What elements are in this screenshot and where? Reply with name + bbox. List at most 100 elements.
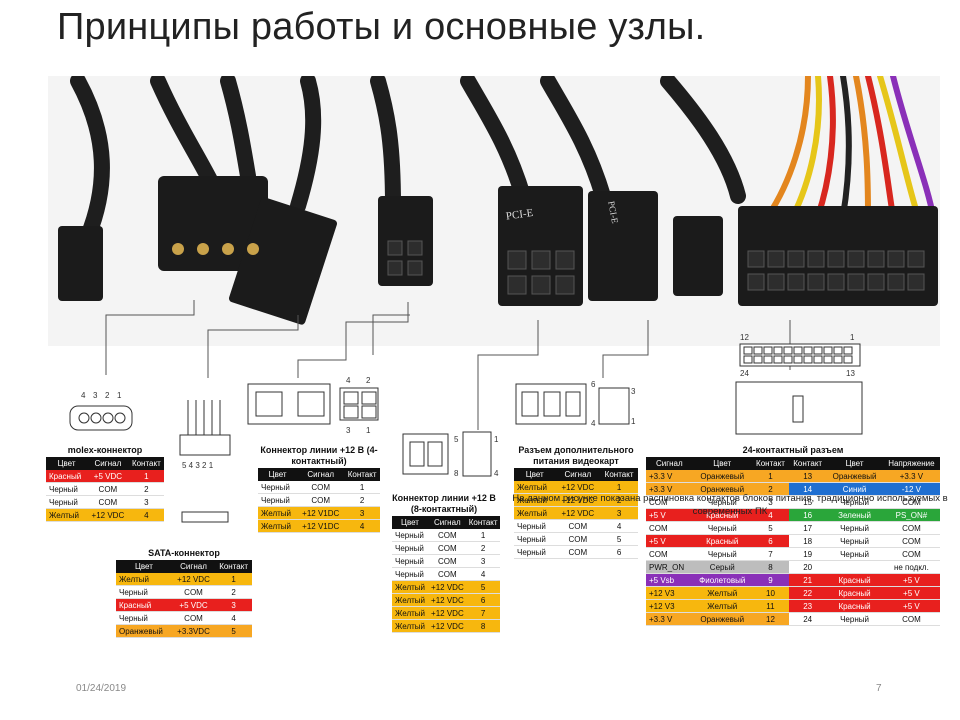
column-header: Цвет: [514, 468, 556, 481]
wire-color-cell: Желтый: [392, 580, 429, 594]
molex-pin-label: 1: [117, 391, 122, 400]
line4-pin-label: 4: [346, 376, 351, 385]
pin-cell: 20: [789, 560, 827, 574]
signal-cell: COM: [297, 481, 345, 494]
table-caption: SATA-коннектор: [148, 548, 220, 558]
signal-cell: +12 VDC: [555, 481, 601, 494]
voltage-cell: не подкл.: [882, 560, 940, 574]
signal-cell: PWR_ON: [646, 560, 693, 574]
wire-color-cell: Черный: [116, 585, 172, 599]
pin-cell: 14: [789, 482, 827, 496]
wire-color-cell: Красный: [826, 599, 883, 613]
signal-cell: +12 VDC: [87, 508, 129, 522]
signal-cell: COM: [428, 529, 467, 542]
column-header: Сигнал: [297, 468, 345, 481]
signal-cell: COM: [555, 532, 601, 546]
video-pin-label: 4: [591, 419, 596, 428]
atx-pin-label: 24: [740, 369, 749, 378]
molex-pin-label: 4: [81, 391, 86, 400]
wire-color-cell: Черный: [258, 493, 298, 507]
column-header: Контакт: [600, 468, 638, 481]
wire-color-cell: Желтый: [258, 506, 298, 520]
pin-cell: 13: [789, 470, 827, 483]
connector-diagram: 4 3 2 1 5 4 3 2 1 4 2 3 1 5 1 8 4: [69, 300, 863, 523]
line4-pin-label: 1: [366, 426, 371, 435]
video-pin-label: 1: [631, 417, 636, 426]
video-table: Разъем дополнительного питания видеокарт…: [514, 444, 638, 559]
pin-cell: 1: [215, 573, 252, 586]
pin-cell: 23: [789, 599, 827, 613]
voltage-cell: COM: [882, 612, 940, 626]
voltage-cell: +5 V: [882, 586, 940, 600]
column-header: Цвет: [46, 457, 88, 470]
pin-cell: 4: [128, 508, 164, 522]
column-header: Сигнал: [555, 468, 601, 481]
wire-color-cell: Черный: [392, 529, 429, 542]
pin-cell: 18: [789, 534, 827, 548]
pin-cell: 21: [789, 573, 827, 587]
pin-cell: 5: [215, 624, 252, 638]
column-header: Цвет: [392, 516, 429, 529]
psu-connectors-photo: PCI-E PCI-E: [48, 76, 940, 346]
pin-cell: 4: [215, 611, 252, 625]
pin-cell: 8: [751, 560, 790, 574]
signal-cell: +3.3 V: [646, 482, 693, 496]
line4-pin-label: 2: [366, 376, 371, 385]
wire-color-cell: Оранжевый: [826, 470, 883, 483]
wire-color-cell: Красный: [692, 508, 752, 522]
signal-cell: +12 V3: [646, 599, 693, 613]
column-header: Контакт: [789, 457, 827, 470]
table-caption: Коннектор линии +12 В (8-контактный): [392, 493, 496, 514]
wire-color-cell: Желтый: [392, 593, 429, 607]
wire-color-cell: Желтый: [46, 508, 88, 522]
wire-color-cell: Оранжевый: [692, 612, 752, 626]
wire-color-cell: Желтый: [116, 573, 172, 586]
signal-cell: COM: [646, 521, 693, 535]
table-caption: molex-коннектор: [67, 445, 143, 455]
signal-cell: +5 VDC: [87, 470, 129, 483]
voltage-cell: COM: [882, 534, 940, 548]
wire-color-cell: Красный: [826, 573, 883, 587]
signal-cell: COM: [428, 567, 467, 581]
sata-pin-label: 5 4 3 2 1: [182, 461, 214, 470]
footer-date: 01/24/2019: [76, 683, 127, 694]
signal-cell: COM: [646, 495, 693, 509]
molex-pin-label: 3: [93, 391, 98, 400]
wire-color-cell: Оранжевый: [692, 482, 752, 496]
wire-color-cell: Черный: [392, 567, 429, 581]
wire-color-cell: Красный: [116, 598, 172, 612]
signal-cell: COM: [297, 493, 345, 507]
column-header: Цвет: [826, 457, 883, 470]
table-caption: Разъем дополнительного питания видеокарт: [518, 445, 634, 466]
pin-cell: 5: [600, 532, 638, 546]
pin-cell: 2: [215, 585, 252, 599]
wire-color-cell: Черный: [692, 547, 752, 561]
wire-color-cell: Синий: [826, 482, 883, 496]
pin-cell: 4: [600, 519, 638, 533]
voltage-cell: PS_ON#: [882, 508, 940, 522]
pin-cell: 3: [600, 506, 638, 520]
wire-color-cell: Желтый: [514, 493, 556, 507]
